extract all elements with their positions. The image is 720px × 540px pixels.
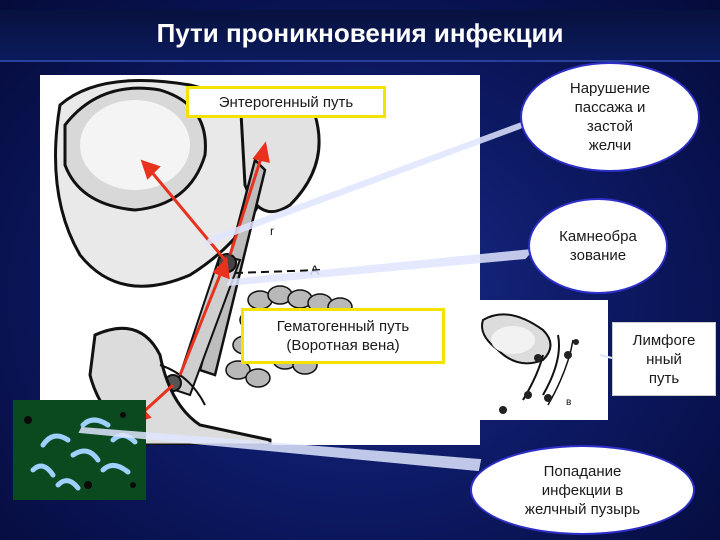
lymph-illustration: в (468, 300, 608, 420)
callout-bile-stasis: Нарушение пассажа и застой желчи (520, 62, 700, 172)
hematogenic-label-line2: (Воротная вена) (286, 337, 400, 354)
title-bar (0, 10, 720, 62)
callout-gallbladder-entry: Попадание инфекции в желчный пузырь (470, 445, 695, 535)
duct-letter: r (270, 224, 274, 238)
bacteria-image (13, 400, 146, 500)
hematogenic-label-line1: Гематогенный путь (276, 318, 410, 335)
lymphogenic-label: Лимфоге нный путь (612, 322, 716, 396)
slide-title: Пути проникновения инфекции (156, 18, 564, 48)
hematogenic-label: Гематогенный путь (Воротная вена) (241, 308, 445, 364)
anatomy-illustration: A r (40, 75, 480, 445)
mark-letter: A (310, 262, 320, 278)
callout-stones: Камнеобра зование (528, 198, 668, 294)
enterogenic-label: Энтерогенный путь (186, 86, 386, 118)
arrow-portal (178, 269, 224, 376)
lymph-letter: в (566, 397, 571, 408)
